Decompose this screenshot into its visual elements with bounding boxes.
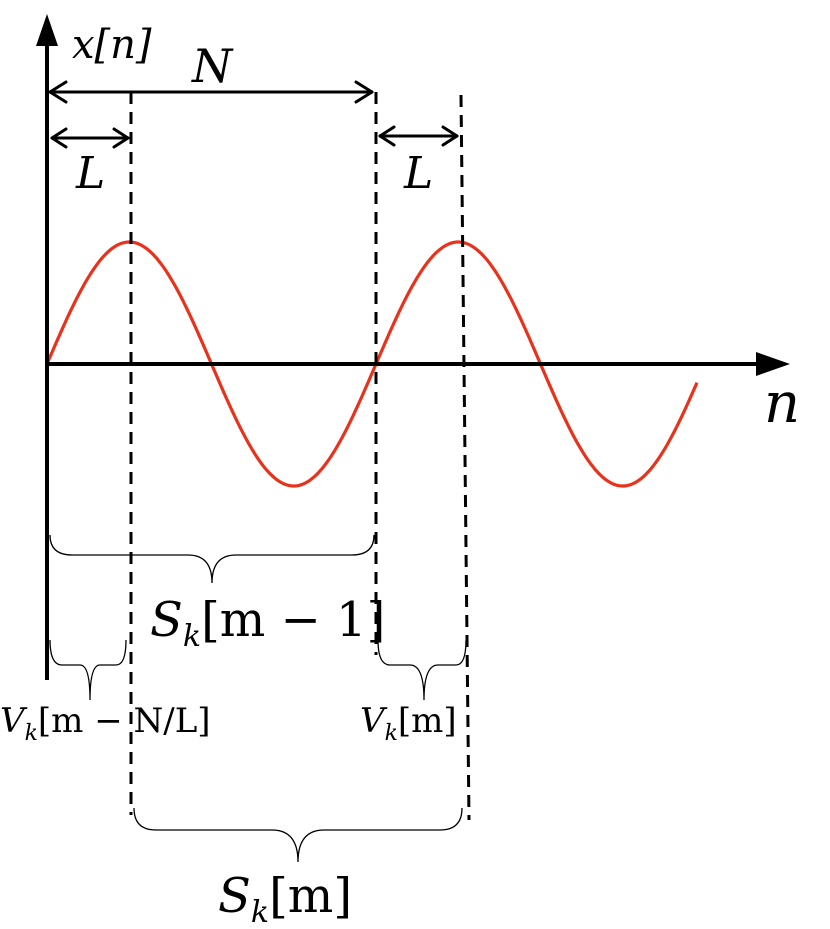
period-label: N: [191, 39, 234, 93]
brace-v-cur: [377, 639, 467, 701]
hop-label-right: L: [403, 148, 433, 199]
v-prev-label: Vk[m − N/L]: [0, 701, 211, 746]
y-axis-arrowhead: [36, 14, 58, 46]
dashed-boundary-3: [459, 94, 471, 821]
brace-s-cur: [133, 807, 463, 863]
hop-arrow-right: [378, 125, 459, 147]
s-prev-label: Sk[m − 1]: [150, 592, 385, 654]
hop-arrow-left: [50, 127, 130, 149]
period-arrow: [48, 80, 374, 104]
v-cur-label: Vk[m]: [360, 701, 457, 746]
x-axis-arrowhead: [756, 352, 790, 376]
brace-s-prev: [49, 534, 375, 584]
brace-v-prev: [49, 639, 127, 701]
s-cur-label: Sk[m]: [218, 868, 352, 929]
hop-label-left: L: [75, 148, 105, 199]
x-axis-label: n: [764, 371, 800, 436]
signal-waveform: [45, 240, 699, 488]
y-axis-label: x[n]: [72, 22, 152, 68]
